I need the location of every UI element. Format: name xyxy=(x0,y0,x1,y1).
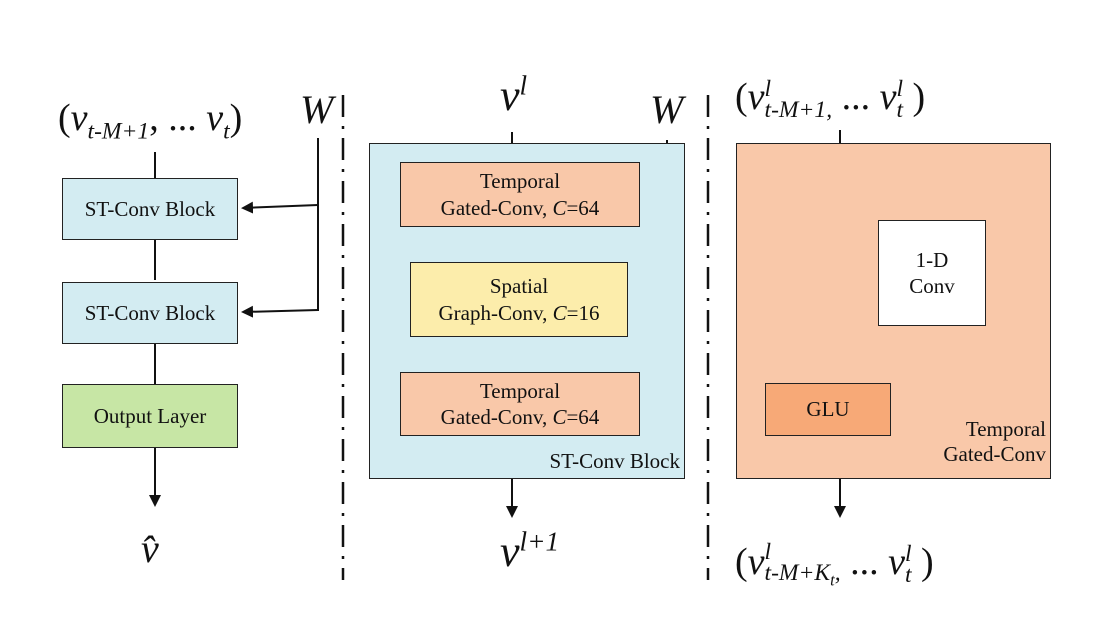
glu-block: GLU xyxy=(765,383,891,436)
glu-label: GLU xyxy=(806,397,850,422)
st-conv-block-1: ST-Conv Block xyxy=(62,178,238,240)
left-weight-arrow-1 xyxy=(241,201,319,214)
st-conv-block-panel-label: ST-Conv Block xyxy=(549,449,681,473)
st-conv-block-2: ST-Conv Block xyxy=(62,282,238,344)
one-d-conv-block: 1-D Conv xyxy=(878,220,986,326)
output-layer-block: Output Layer xyxy=(62,384,238,448)
temporal-gated-conv-2-param: Gated-Conv, C=64 xyxy=(440,405,600,429)
output-layer-label: Output Layer xyxy=(93,403,207,428)
spatial-graph-conv-title: Spatial xyxy=(489,274,549,299)
temporal-gated-conv-2: Temporal Gated-Conv, C=64 xyxy=(400,372,640,436)
middle-output-label: vl+1 xyxy=(500,526,560,576)
st-conv-block-1-label: ST-Conv Block xyxy=(84,196,216,221)
left-weight-label: W xyxy=(300,87,334,132)
temporal-gated-conv-panel-label: Temporal Gated-Conv xyxy=(943,417,1046,467)
one-d-conv-title: 1-D xyxy=(915,247,949,272)
middle-input-label: vl xyxy=(500,70,528,120)
temporal-gated-conv-1-param: Gated-Conv, C=64 xyxy=(440,195,600,220)
temporal-gated-conv-2-title: Temporal xyxy=(479,378,561,403)
one-d-conv-subtitle: Conv xyxy=(909,274,955,298)
temporal-gated-conv-1: Temporal Gated-Conv, C=64 xyxy=(400,162,640,227)
temporal-gated-conv-1-title: Temporal xyxy=(479,169,561,194)
spatial-graph-conv-param: Graph-Conv, C=16 xyxy=(438,300,600,325)
left-input-sequence: (vt-M+1, ... vt) xyxy=(58,97,243,145)
middle-weight-label: W xyxy=(650,87,684,132)
left-weight-arrow-2 xyxy=(241,305,319,318)
st-conv-block-2-label: ST-Conv Block xyxy=(84,300,216,325)
spatial-graph-conv: Spatial Graph-Conv, C=16 xyxy=(410,262,628,337)
left-output-prediction: v̂ xyxy=(141,526,159,571)
